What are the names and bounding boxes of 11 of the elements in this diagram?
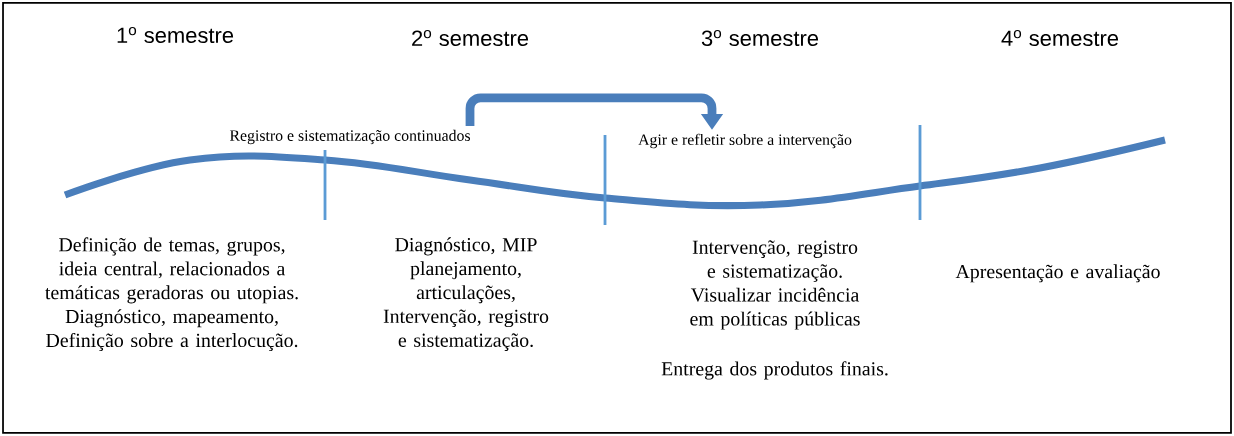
description-text: Intervenção, registro e sistematização. Visualizar incidência em políticas públicas — [690, 240, 860, 330]
description-text: Definição de temas, grupos, ideia central, relacionados a temáticas geradoras ou utopias. Diagnóstico, mapeamento, Definição sobre a interlocução. — [45, 237, 298, 352]
description-text: Entrega dos produtos finais. — [661, 361, 888, 380]
semester-heading: 3$^{o}$ semestre — [701, 29, 819, 47]
semester-heading: 2$^{o}$ semestre — [412, 29, 529, 47]
description-text: Apresentação e avaliação — [955, 264, 1160, 283]
description-text: Diagnóstico, MIP planejamento, articulações, Intervenção, registro e sistematização. — [383, 237, 549, 351]
step-text: Agir e refletir sobre a intervenção — [638, 133, 852, 149]
semester-heading: 1$^{o}$ semestre — [117, 26, 234, 44]
semester-heading: 4$^{o}$ semestre — [1001, 29, 1119, 47]
step-text: Registro e sistematização continuados — [229, 129, 470, 145]
